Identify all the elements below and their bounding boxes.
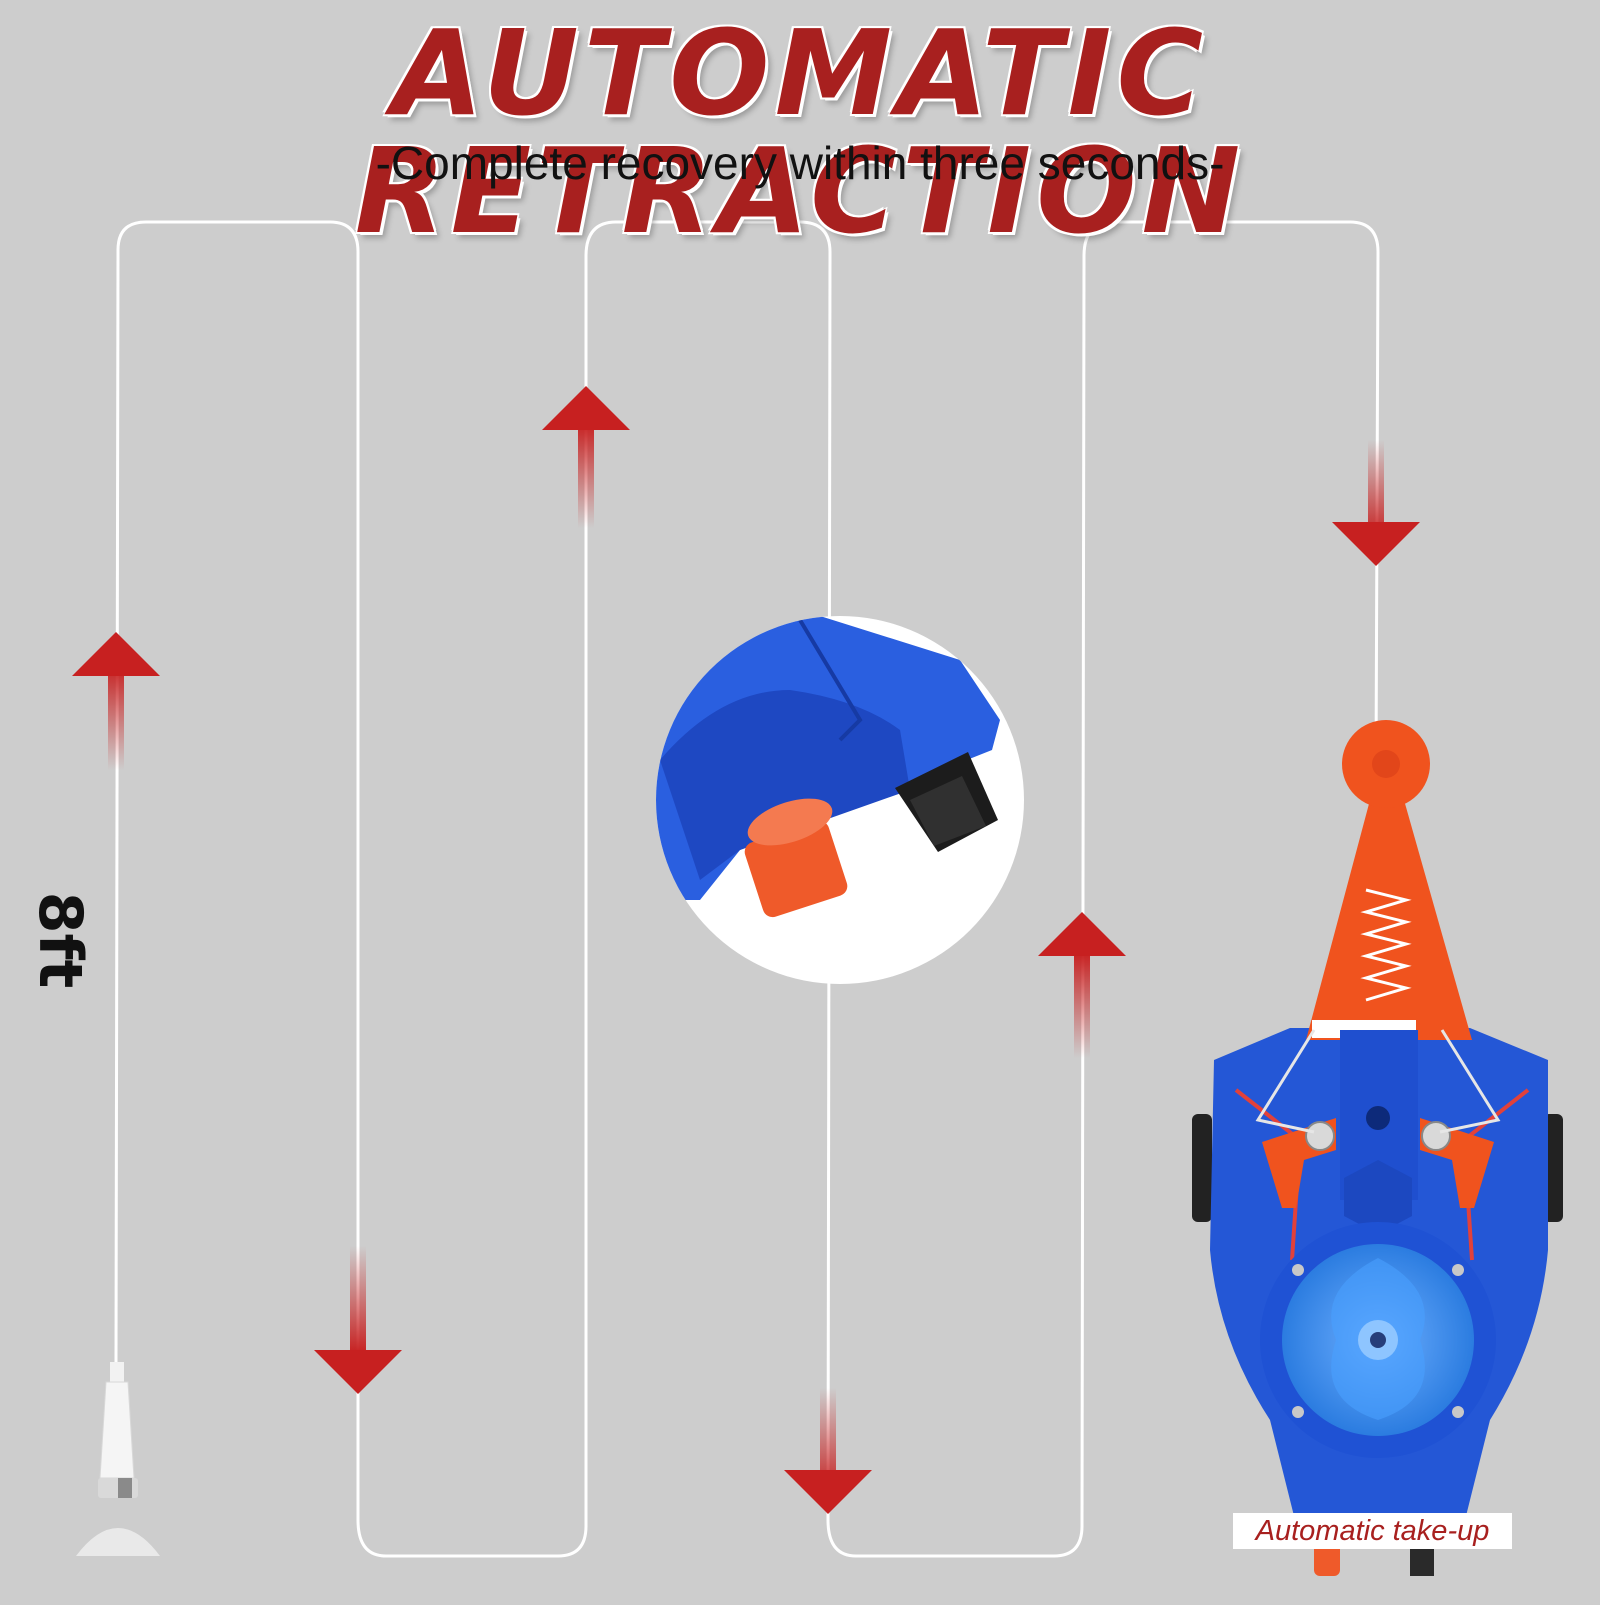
arrow-down-3 (1332, 440, 1420, 566)
reel (1192, 720, 1563, 1576)
arrow-up-2 (542, 386, 630, 528)
subheadline: -Complete recovery within three seconds- (375, 137, 1225, 189)
fishing-line (114, 220, 1380, 1558)
headline: AUTOMATIC RETRACTION (354, 4, 1246, 260)
callout-label: Automatic take-up (1233, 1513, 1512, 1549)
arrow-up-3 (1038, 912, 1126, 1058)
arrow-up-1 (72, 632, 160, 770)
arrow-down-1 (314, 1246, 402, 1394)
zoom-inset (656, 616, 1024, 984)
bobber (76, 1362, 160, 1556)
arrow-down-2 (784, 1388, 872, 1514)
length-label: 8ft (25, 891, 95, 989)
